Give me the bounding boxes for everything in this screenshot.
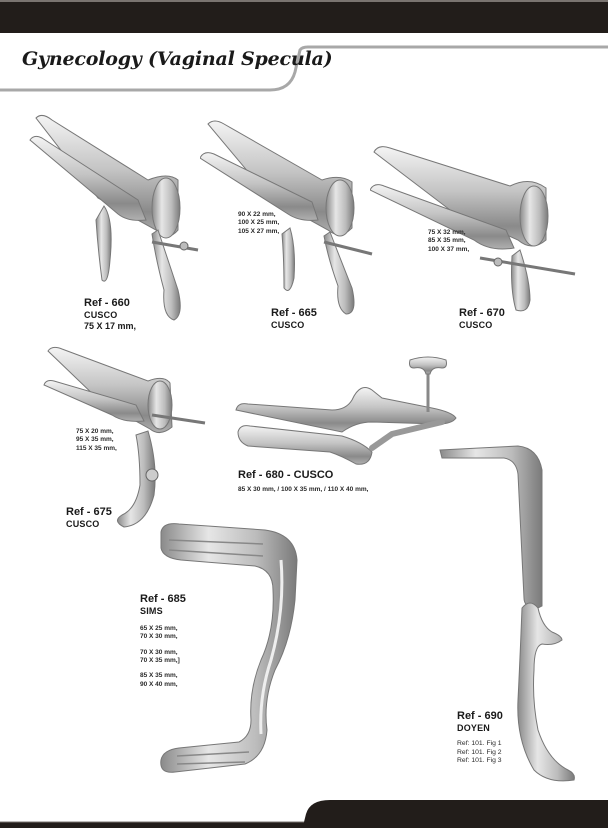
product-type: CUSCO <box>459 320 493 331</box>
product-type: CUSCO <box>66 519 100 530</box>
product-type: SIMS <box>140 606 163 617</box>
ref-number: Ref - 690 <box>457 710 503 722</box>
cusco-speculum-icon <box>29 114 199 321</box>
cusco-speculum-665-image <box>200 118 380 318</box>
figure-reference: Ref: 101. Fig 3 <box>457 757 502 765</box>
size-option: 95 X 35 mm, <box>76 436 114 444</box>
product-670-sizes: 75 X 32 mm, 85 X 35 mm, 100 X 37 mm, <box>428 229 469 254</box>
product-670-label: Ref - 670 CUSCO <box>459 307 505 331</box>
size-option: 75 X 32 mm, <box>428 229 466 236</box>
cusco-speculum-660-image <box>28 110 208 325</box>
ref-number: Ref - 660 <box>84 297 130 309</box>
title-tab <box>0 42 608 94</box>
size-option: 65 X 25 mm, <box>140 624 178 632</box>
cusco-speculum-675-image <box>40 345 210 535</box>
product-675-label: Ref - 675 CUSCO <box>66 506 112 530</box>
cusco-speculum-icon <box>43 346 206 528</box>
product-690-figures: Ref: 101. Fig 1 Ref: 101. Fig 2 Ref: 101… <box>457 740 503 766</box>
cusco-speculum-icon <box>200 120 373 315</box>
doyen-retractor-690-image <box>438 440 583 785</box>
product-size: 75 X 17 mm, <box>84 320 137 331</box>
size-option: 90 X 22 mm, <box>238 211 276 218</box>
size-option: 100 X 25 mm, <box>238 219 280 227</box>
figure-reference: Ref: 101. Fig 1 <box>457 739 502 747</box>
product-680-sizes: 85 X 30 mm, / 100 X 35 mm, / 110 X 40 mm… <box>238 486 369 494</box>
size-option: 75 X 20 mm, <box>76 428 114 435</box>
figure-reference: Ref: 101. Fig 2 <box>457 748 502 756</box>
ref-number: Ref - 680 - CUSCO <box>238 469 334 481</box>
product-675-sizes: 75 X 20 mm, 95 X 35 mm, 115 X 35 mm, <box>76 428 117 453</box>
product-685-sizes: 65 X 25 mm, 70 X 30 mm, 70 X 30 mm, 70 X… <box>140 625 186 689</box>
product-690-label: Ref - 690 DOYEN Ref: 101. Fig 1 Ref: 101… <box>457 710 503 766</box>
size-option: 85 X 35 mm, <box>428 237 466 245</box>
ref-number: Ref - 665 <box>271 307 317 319</box>
footer-bar <box>0 800 608 828</box>
ref-number: Ref - 685 <box>140 593 186 605</box>
cusco-speculum-icon <box>235 356 457 465</box>
cusco-speculum-680-image <box>232 352 467 470</box>
size-option: 70 X 35 mm,] <box>140 656 180 664</box>
size-option: 70 X 30 mm, <box>140 648 178 656</box>
size-option: 105 X 27 mm, <box>238 227 280 235</box>
sims-speculum-685-image <box>155 520 305 780</box>
size-option: 70 X 30 mm, <box>140 633 178 641</box>
product-type: CUSCO <box>84 310 118 321</box>
size-option: 100 X 37 mm, <box>428 245 470 253</box>
cusco-speculum-670-image <box>370 140 580 315</box>
product-660-label: Ref - 660 CUSCO 75 X 17 mm, <box>84 297 136 332</box>
doyen-retractor-icon <box>439 445 575 782</box>
size-option: 90 X 40 mm, <box>140 680 178 688</box>
product-685-label: Ref - 685 SIMS 65 X 25 mm, 70 X 30 mm, 7… <box>140 593 186 689</box>
cusco-speculum-icon <box>370 146 576 312</box>
product-665-sizes: 90 X 22 mm, 100 X 25 mm, 105 X 27 mm, <box>238 211 279 236</box>
ref-number: Ref - 675 <box>66 506 112 518</box>
header-bar <box>0 0 608 33</box>
product-type: CUSCO <box>271 320 305 331</box>
product-type: DOYEN <box>457 723 491 734</box>
page-title: Gynecology (Vaginal Specula) <box>22 48 333 70</box>
size-option: 85 X 35 mm, <box>140 672 178 680</box>
product-680-label: Ref - 680 - CUSCO 85 X 30 mm, / 100 X 35… <box>238 469 368 495</box>
sims-speculum-icon <box>160 523 298 773</box>
size-option: 115 X 35 mm, <box>76 444 117 452</box>
ref-number: Ref - 670 <box>459 307 505 319</box>
product-665-label: Ref - 665 CUSCO <box>271 307 317 331</box>
